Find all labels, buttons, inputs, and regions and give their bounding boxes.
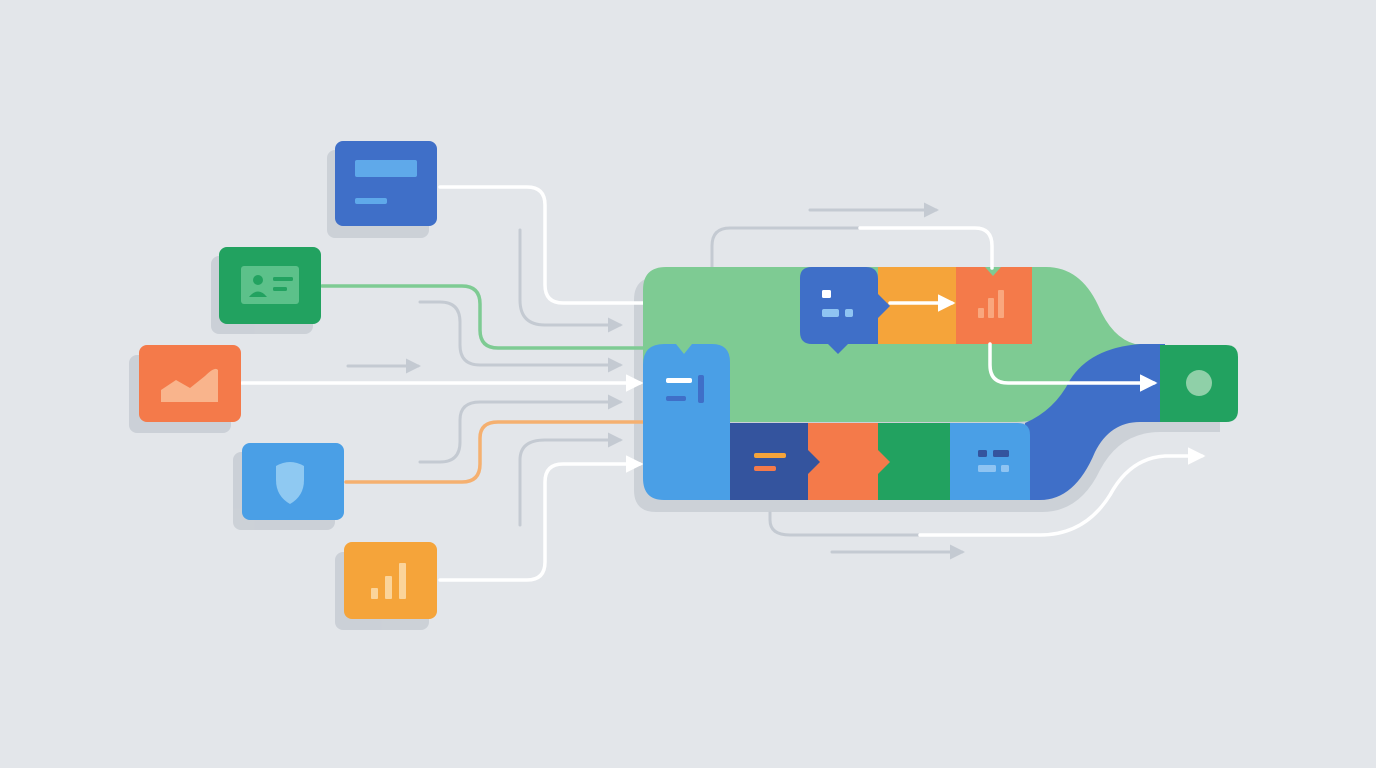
muted-connector xyxy=(518,228,623,333)
muted-connector xyxy=(418,394,623,464)
muted-connector xyxy=(710,226,862,270)
connectors xyxy=(240,185,799,582)
document-icon xyxy=(355,160,417,204)
stage-validate xyxy=(878,423,953,500)
security-card xyxy=(242,443,344,520)
bar-chart-icon xyxy=(371,563,406,599)
circle-icon xyxy=(1186,370,1212,396)
identity-card xyxy=(219,247,321,324)
background-connectors xyxy=(346,202,965,560)
list-icon xyxy=(754,453,786,471)
connector-security xyxy=(344,420,650,484)
analytics-card xyxy=(139,345,241,422)
connector-identity xyxy=(320,284,650,350)
grid-icon xyxy=(978,450,1009,472)
shield-icon xyxy=(276,462,304,504)
stage-classify xyxy=(800,267,878,354)
muted-connector xyxy=(418,300,623,373)
connector-document xyxy=(438,185,799,312)
arrow-to-output xyxy=(858,226,994,270)
bar-chart-icon xyxy=(978,290,1004,318)
metrics-card xyxy=(344,542,437,619)
muted-connector xyxy=(518,432,623,527)
stage-transform xyxy=(878,267,956,344)
stage-enrich xyxy=(808,423,880,500)
arrow-exit xyxy=(918,447,1206,537)
arrow-measure-output xyxy=(988,342,1158,392)
source-cards xyxy=(139,141,437,619)
muted-connector xyxy=(768,510,922,537)
nodes-icon xyxy=(822,290,853,317)
list-icon xyxy=(666,375,704,403)
document-card xyxy=(335,141,437,226)
connector-metrics xyxy=(438,455,644,582)
pipeline-arrows xyxy=(858,226,1206,537)
stage-parse xyxy=(730,423,810,500)
stage-icons xyxy=(666,290,1212,472)
stage-aggregate xyxy=(950,423,1030,500)
id-card-icon xyxy=(241,266,299,304)
area-chart-icon xyxy=(161,368,218,402)
stage-intake xyxy=(643,344,730,500)
